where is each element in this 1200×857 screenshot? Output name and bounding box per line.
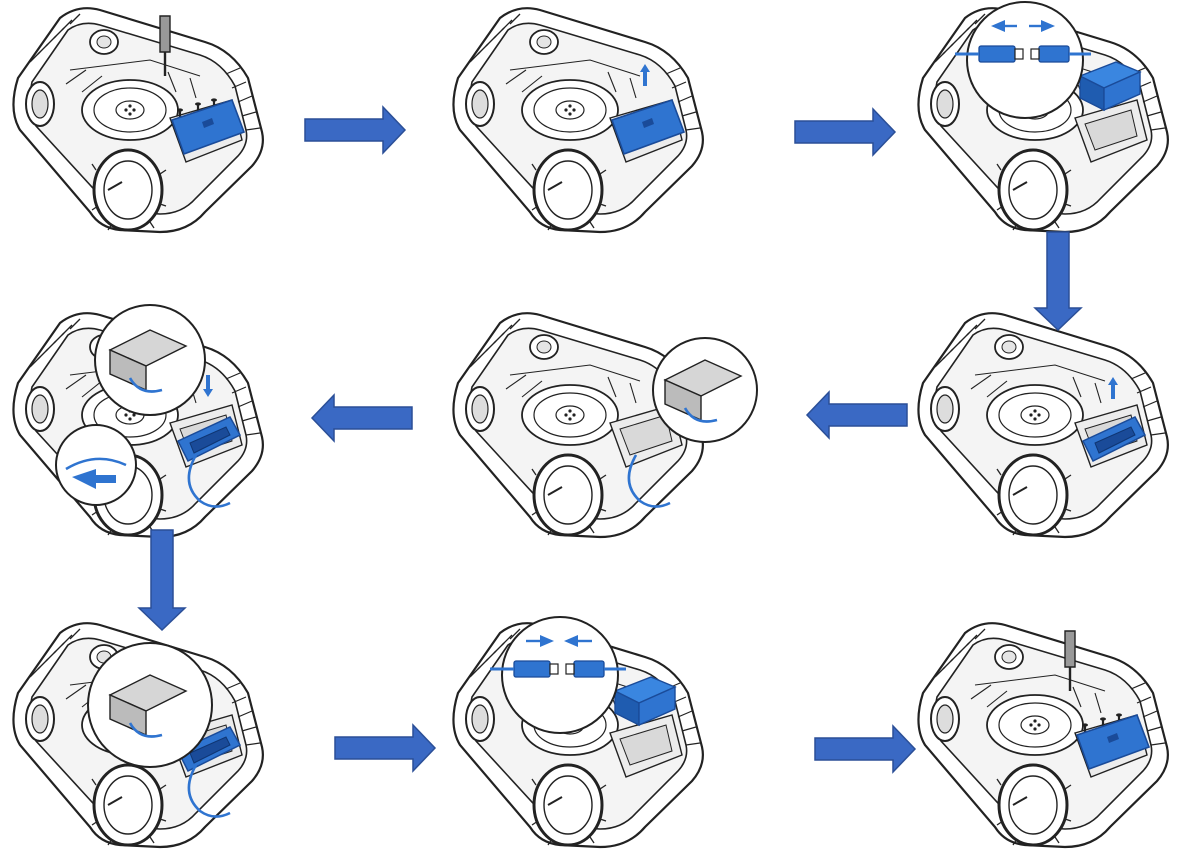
flow-arrows [137, 105, 1083, 774]
battery-cable [187, 764, 231, 818]
flow-arrow-down-icon [137, 529, 187, 632]
flow-arrow-right-icon [814, 724, 917, 774]
flow-arrow-right-icon [304, 105, 407, 155]
flow-arrow-left-icon [805, 390, 908, 440]
zoom-callout-secondary [55, 424, 137, 506]
flow-arrow-right-icon [794, 107, 897, 157]
step-4 [916, 311, 1170, 539]
zoom-callout [953, 1, 1093, 119]
flow-arrow-down-icon [1033, 231, 1083, 332]
step-6 [11, 304, 265, 539]
step-9 [916, 621, 1170, 849]
flow-arrow-right-icon [334, 723, 437, 773]
steps-layer [11, 1, 1170, 849]
battery-cable [627, 454, 671, 508]
direction-arrows-icon [526, 635, 592, 647]
step-1 [11, 6, 265, 234]
step-8 [451, 616, 705, 849]
zoom-callout [652, 337, 758, 443]
battery-cable [187, 454, 231, 508]
zoom-callout [87, 642, 213, 768]
step-2 [451, 6, 705, 234]
flow-arrow-left-icon [310, 393, 413, 443]
zoom-callout [488, 616, 628, 734]
step-3 [916, 1, 1170, 234]
step-5 [451, 311, 758, 539]
direction-arrows-icon [991, 20, 1055, 32]
zoom-callout [94, 304, 206, 416]
step-7 [11, 621, 265, 849]
